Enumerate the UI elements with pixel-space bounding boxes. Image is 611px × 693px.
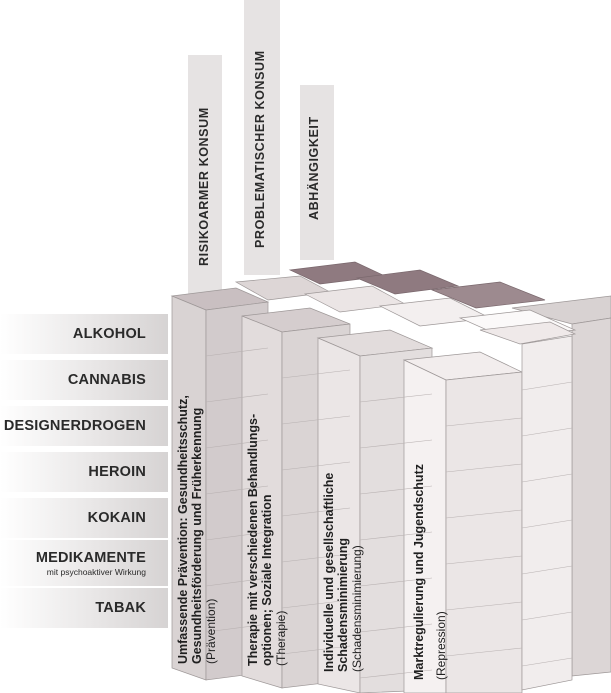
pillar-1-text: Umfassende Prävention: Gesundheitsschutz… [176,395,218,664]
substance-label: DESIGNERDROGEN [3,418,146,434]
pillar-2-line-2: optionen; Soziale Integration [260,494,274,666]
row-dividers [205,347,573,679]
substance-note: mit psychoaktiver Wirkung [46,566,146,577]
pillar-1-line-2: Gesundheitsförderung und Früherkennung [190,407,204,664]
right-block-side [521,335,573,691]
pillar-4-side [445,371,523,693]
head-band-risikoarm [188,55,222,295]
pillar-4-line-1: Marktregulierung und Jugendschutz [412,464,426,680]
substance-label: TABAK [95,600,146,616]
substance-label: ALKOHOL [72,326,146,342]
pillar-2-text: Therapie mit verschiedenen Behandlungs- … [246,414,288,666]
top-tile-dark-3 [430,281,546,309]
right-block-top [479,321,577,345]
substance-label: MEDIKAMENTE [35,549,146,566]
substance-label: HEROIN [88,464,146,480]
pillar-3-line-2: Schadensminimierung [336,537,350,672]
substance-label: CANNABIS [67,372,146,388]
back-column-top [511,295,611,325]
pillar-2-paren: (Therapie) [274,610,288,666]
back-column-front [571,317,611,677]
pillar-1-paren: (Prävention) [204,598,218,664]
pillar-2-line-1: Therapie mit verschiedenen Behandlungs- [246,413,260,666]
pillar-4-front [403,359,447,693]
pillar-1-line-1: Umfassende Prävention: Gesundheitsschutz… [176,395,190,664]
pillar-4-paren: (Repression) [434,611,448,680]
pillar-4-text: Marktregulierung und Jugendschutz (Repre… [412,464,448,680]
pillar-3-line-1: Individuelle und gesellschaftliche [322,472,336,672]
head-band-abhaengigkeit [300,85,334,260]
pillar-3-text: Individuelle und gesellschaftliche Schad… [322,473,364,672]
top-tile-dark-2 [355,269,460,295]
pillar-3-front [317,337,361,693]
head-band-problematisch [244,0,280,275]
substance-label: KOKAIN [87,510,146,526]
pillar-3-paren: (Schadensminimierung) [350,545,364,672]
